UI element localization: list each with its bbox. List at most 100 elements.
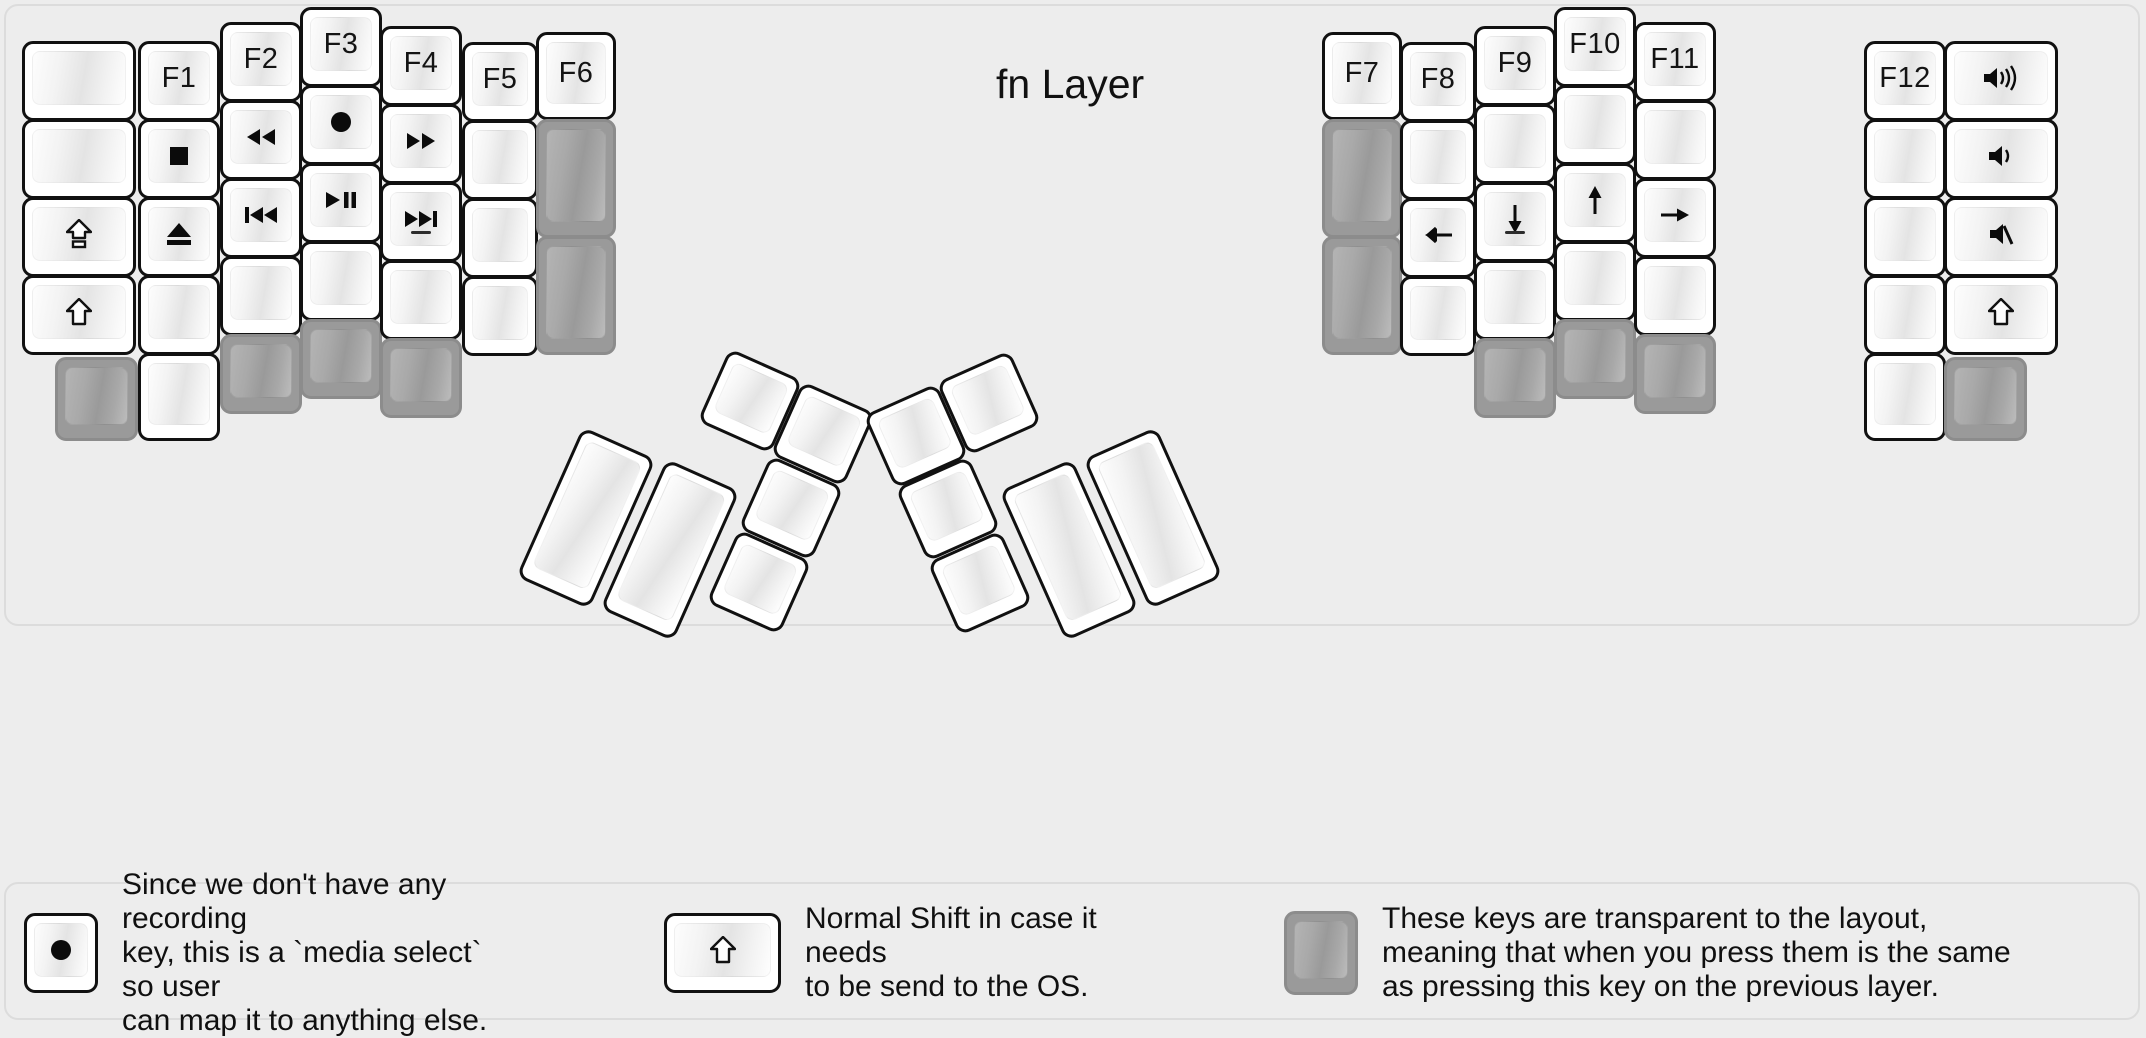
keycap xyxy=(546,129,606,222)
key-right-c3-r3[interactable] xyxy=(1554,241,1636,321)
volume-up-icon xyxy=(1981,65,2021,91)
key-left-c2-r1[interactable] xyxy=(220,100,302,180)
keycap: F5 xyxy=(472,52,528,106)
key-right-c3-r0[interactable]: F10 xyxy=(1554,7,1636,87)
key-left-c1-r2[interactable] xyxy=(138,197,220,277)
key-right-c6-r2[interactable] xyxy=(1944,197,2058,277)
key-right-c6-r3[interactable] xyxy=(1944,275,2058,355)
key-right-c6-r4[interactable] xyxy=(1944,357,2027,441)
key-left-c0-r4[interactable] xyxy=(55,357,138,441)
key-right-c0-r0[interactable]: F7 xyxy=(1322,32,1402,120)
key-left-c0-r2[interactable] xyxy=(22,197,136,277)
keycap xyxy=(148,363,210,425)
key-right-c1-r3[interactable] xyxy=(1400,276,1476,356)
key-right-c6-r1[interactable] xyxy=(1944,119,2058,199)
key-right-c5-r3[interactable] xyxy=(1864,275,1946,355)
legend-text-record: Since we don't have any recording key, t… xyxy=(122,868,488,1037)
key-right-c4-r0[interactable]: F11 xyxy=(1634,22,1716,102)
key-left-c5-r3[interactable] xyxy=(462,276,538,356)
key-left-c0-r3[interactable] xyxy=(22,275,136,355)
key-right-c1-r1[interactable] xyxy=(1400,120,1476,200)
key-right-c5-r1[interactable] xyxy=(1864,119,1946,199)
key-right-c2-r0[interactable]: F9 xyxy=(1474,26,1556,106)
key-left-c0-r1[interactable] xyxy=(22,119,136,199)
key-left-c1-r0[interactable]: F1 xyxy=(138,41,220,121)
key-left-c3-r0[interactable]: F3 xyxy=(300,7,382,87)
key-left-c5-r0[interactable]: F5 xyxy=(462,42,538,122)
keycap xyxy=(712,361,790,436)
keycap xyxy=(1410,286,1466,340)
media-stop-icon xyxy=(168,145,190,167)
key-right-c2-r1[interactable] xyxy=(1474,104,1556,184)
key-right-c5-r4[interactable] xyxy=(1864,353,1946,441)
key-left-c6-r2[interactable] xyxy=(536,236,616,355)
key-right-c4-r3[interactable] xyxy=(1634,256,1716,336)
media-record-icon xyxy=(49,938,73,962)
key-right-c0-r2[interactable] xyxy=(1322,236,1402,355)
key-left-c3-r1[interactable] xyxy=(300,85,382,165)
key-right-c6-r0[interactable] xyxy=(1944,41,2058,121)
key-left-c2-r2[interactable] xyxy=(220,178,302,258)
keycap xyxy=(1644,110,1706,164)
keycap xyxy=(1954,51,2048,105)
key-left-c2-r4[interactable] xyxy=(220,334,302,414)
media-previous-icon xyxy=(243,205,279,225)
key-right-c2-r2[interactable] xyxy=(1474,182,1556,262)
key-left-c5-r2[interactable] xyxy=(462,198,538,278)
arrow-right-icon xyxy=(1659,203,1691,227)
keycap xyxy=(148,129,210,183)
key-label: F12 xyxy=(1879,61,1931,94)
key-right-c5-r2[interactable] xyxy=(1864,197,1946,277)
key-left-c3-r2[interactable] xyxy=(300,163,382,243)
keycap xyxy=(1484,192,1546,246)
key-right-c3-r2[interactable] xyxy=(1554,163,1636,243)
key-right-c3-r1[interactable] xyxy=(1554,85,1636,165)
right-thumb-cluster xyxy=(863,350,1546,706)
key-label: F9 xyxy=(1497,46,1533,79)
key-right-c2-r4[interactable] xyxy=(1474,338,1556,418)
key-left-c1-r1[interactable] xyxy=(138,119,220,199)
keycap xyxy=(310,251,372,305)
key-right-c5-r0[interactable]: F12 xyxy=(1864,41,1946,121)
key-left-c1-r4[interactable] xyxy=(138,353,220,441)
volume-down-icon xyxy=(1986,143,2016,169)
key-right-c1-r2[interactable] xyxy=(1400,198,1476,278)
key-right-c1-r0[interactable]: F8 xyxy=(1400,42,1476,122)
legend-item-transparent: These keys are transparent to the layout… xyxy=(1284,884,2124,1022)
key-right-c4-r2[interactable] xyxy=(1634,178,1716,258)
key-right-c0-r1[interactable] xyxy=(1322,119,1402,238)
keycap xyxy=(32,51,126,105)
key-left-c3-r3[interactable] xyxy=(300,241,382,321)
keycap: F8 xyxy=(1410,52,1466,106)
key-left-c3-r4[interactable] xyxy=(300,319,382,399)
key-right-c4-r4[interactable] xyxy=(1634,334,1716,414)
key-left-c6-r1[interactable] xyxy=(536,119,616,238)
keycap xyxy=(1564,329,1626,383)
key-left-c4-r0[interactable]: F4 xyxy=(380,26,462,106)
shift-arrow-icon xyxy=(709,936,736,964)
keycap xyxy=(390,192,452,246)
key-left-c4-r3[interactable] xyxy=(380,260,462,340)
key-left-c0-r0[interactable] xyxy=(22,41,136,121)
keycap xyxy=(1954,367,2017,425)
keycap xyxy=(908,469,986,544)
arrow-up-icon xyxy=(1583,184,1607,216)
keycap: F10 xyxy=(1564,17,1626,71)
key-left-c5-r1[interactable] xyxy=(462,120,538,200)
key-left-c4-r1[interactable] xyxy=(380,104,462,184)
key-left-c2-r3[interactable] xyxy=(220,256,302,336)
key-left-c2-r0[interactable]: F2 xyxy=(220,22,302,102)
keycap xyxy=(472,130,528,184)
legend-panel: Since we don't have any recording key, t… xyxy=(4,868,2140,1037)
key-left-c1-r3[interactable] xyxy=(138,275,220,355)
keycap xyxy=(230,266,292,320)
keycap xyxy=(1332,129,1392,222)
volume-mute-icon xyxy=(1987,221,2015,247)
key-left-c6-r0[interactable]: F6 xyxy=(536,32,616,120)
key-right-c4-r1[interactable] xyxy=(1634,100,1716,180)
key-right-c3-r4[interactable] xyxy=(1554,319,1636,399)
key-right-c2-r3[interactable] xyxy=(1474,260,1556,340)
key-left-c4-r4[interactable] xyxy=(380,338,462,418)
key-left-c4-r2[interactable] xyxy=(380,182,462,262)
